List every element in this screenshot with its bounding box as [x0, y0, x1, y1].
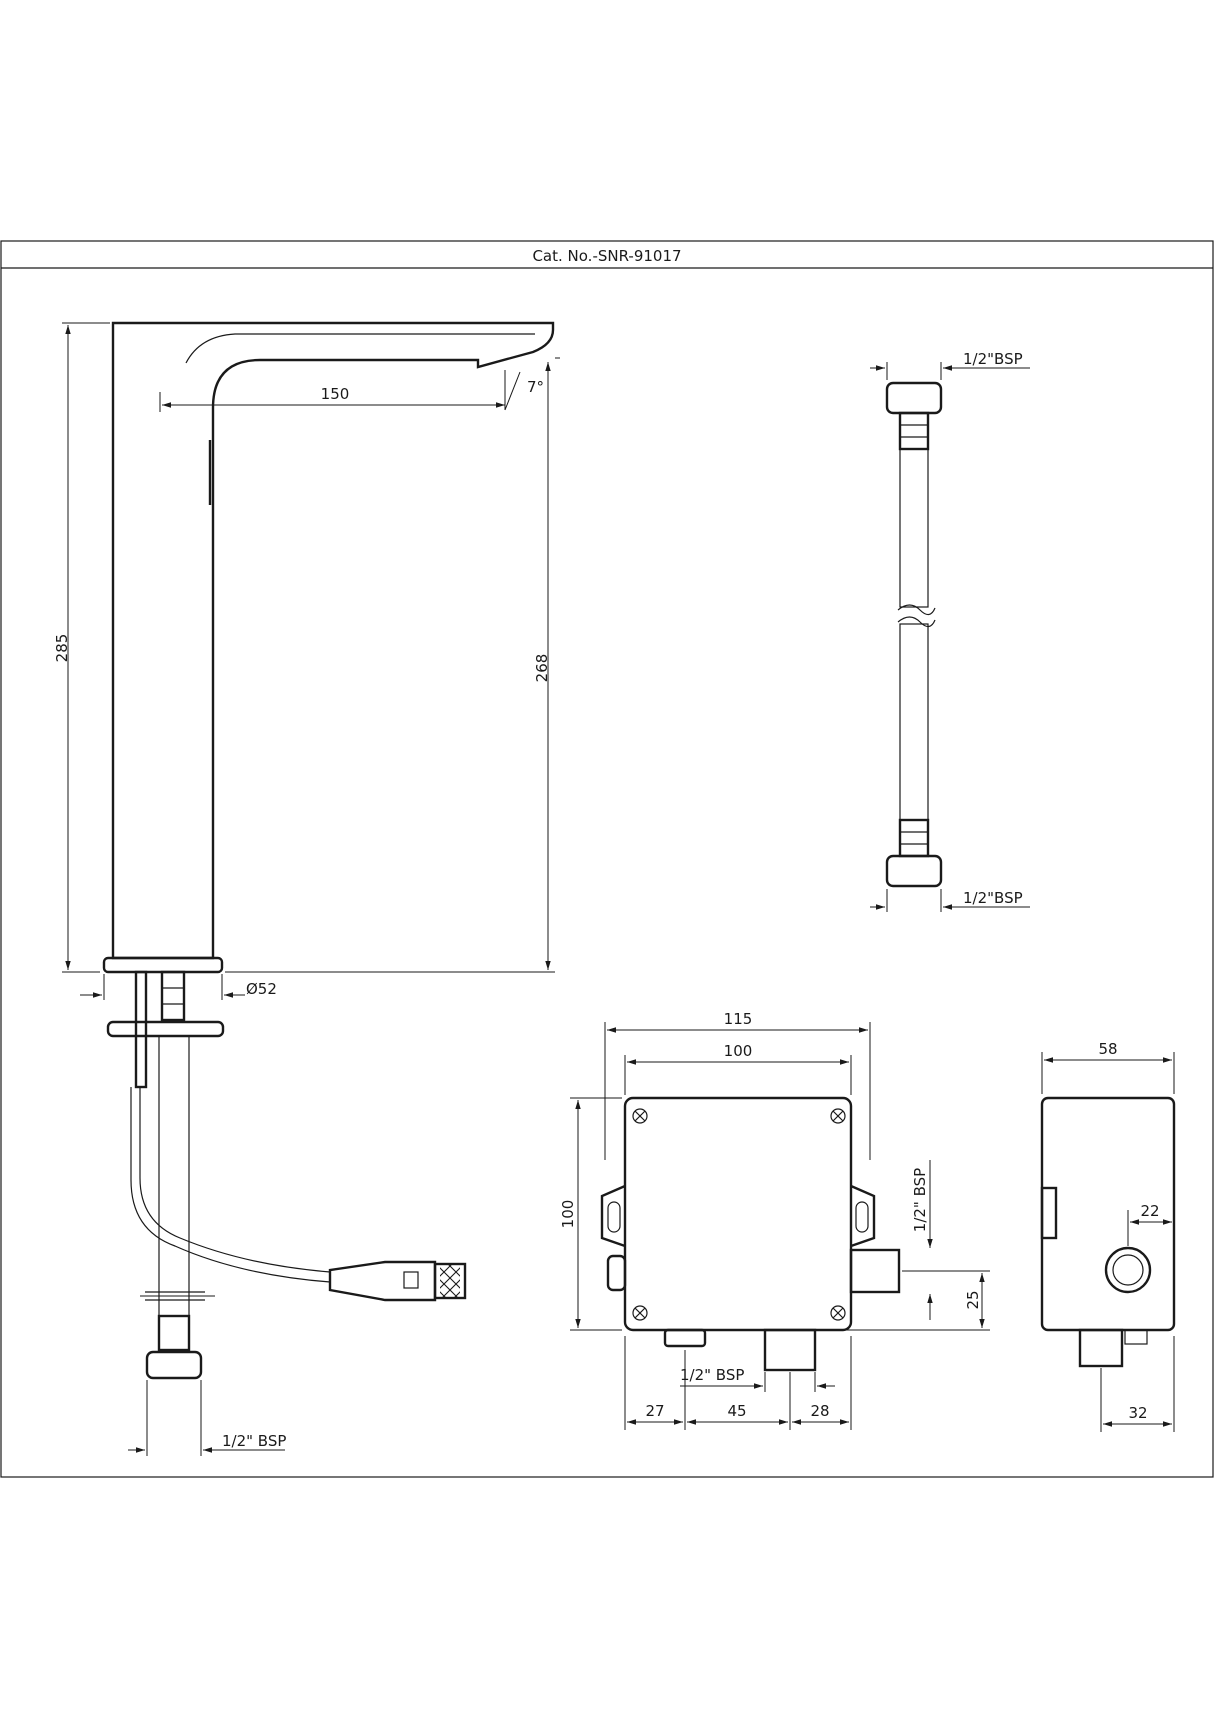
hose-nut-bottom [145, 1350, 203, 1380]
hose-nut-bottom-view [885, 854, 943, 888]
dim-spout-angle: 7° [527, 378, 544, 396]
side-view-port-outer [1104, 1246, 1152, 1294]
dim-side-outlet-thread: 1/2" BSP [911, 1168, 929, 1232]
faucet-braided-hose [158, 1035, 190, 1317]
flexible-hose: 1/2"BSP 1/2"BSP [870, 350, 1030, 912]
side-view-port-inner [1112, 1254, 1144, 1286]
sensor-plug [328, 1260, 437, 1302]
plug-icon [403, 1271, 419, 1289]
dim-bottom-45: 45 [727, 1402, 746, 1420]
sensor-cable [130, 1087, 331, 1283]
control-box-side: 58 22 32 [1040, 1040, 1176, 1432]
hose-ferrule-top [898, 411, 930, 451]
faucet-body [111, 321, 555, 960]
dim-inlet-thread: 1/2" BSP [222, 1432, 286, 1450]
left-mounting-ear [600, 1184, 626, 1248]
faucet-top-curve [185, 333, 535, 364]
bottom-outlet [763, 1328, 817, 1372]
hose-nut-top [885, 381, 943, 415]
dim-width-overall: 115 [724, 1010, 753, 1028]
left-ear-slot [607, 1201, 621, 1233]
dim-bottom-28: 28 [810, 1402, 829, 1420]
dim-base-diameter: Ø52 [246, 980, 277, 998]
dim-bottom-outlet-thread: 1/2" BSP [680, 1366, 744, 1384]
drawing-frame [0, 240, 1214, 1478]
side-view-inlet [1124, 1329, 1148, 1345]
right-ear-slot [855, 1201, 869, 1233]
angle-reference-line [504, 371, 521, 411]
screw-icon [632, 1108, 846, 1321]
control-box-body [623, 1096, 853, 1332]
hose-break-lower [897, 616, 936, 628]
faucet-base [102, 956, 224, 974]
bottom-inlet [663, 1328, 707, 1348]
faucet-elevation: 150 7° 285 268 Ø52 1/2" BSP [53, 321, 560, 1456]
catalog-number: Cat. No.-SNR-91017 [532, 247, 681, 265]
dim-spout-reach: 150 [321, 385, 350, 403]
dim-body-height: 268 [533, 654, 551, 683]
dim-outlet-offset: 32 [1128, 1404, 1147, 1422]
hose-ferrule [157, 1314, 191, 1352]
dim-depth: 58 [1098, 1040, 1117, 1058]
connector-nut [160, 970, 186, 1022]
hose-break-upper [897, 604, 936, 616]
side-view-outlet [1078, 1328, 1124, 1368]
hose-braid-lower [899, 623, 929, 821]
dim-bottom-27: 27 [645, 1402, 664, 1420]
fixing-plate [106, 1020, 225, 1038]
hose-bottom-thread: 1/2"BSP [963, 889, 1023, 907]
hose-top-thread: 1/2"BSP [963, 350, 1023, 368]
dim-port-offset: 22 [1140, 1202, 1159, 1220]
hose-ferrule-bottom [898, 818, 930, 858]
dim-total-height: 285 [53, 634, 71, 663]
right-mounting-ear [850, 1184, 876, 1248]
dim-width-body: 100 [724, 1042, 753, 1060]
socket-port [606, 1254, 627, 1292]
control-box-front: 115 100 100 1/2" BSP 25 1/2" BSP 27 45 [559, 1010, 990, 1430]
dim-height: 100 [559, 1200, 577, 1229]
mounting-stud [134, 970, 148, 1089]
side-view-clip [1040, 1186, 1058, 1240]
hose-braid-upper [899, 448, 929, 608]
dim-side-outlet-offset: 25 [964, 1290, 982, 1309]
side-outlet [849, 1248, 901, 1294]
